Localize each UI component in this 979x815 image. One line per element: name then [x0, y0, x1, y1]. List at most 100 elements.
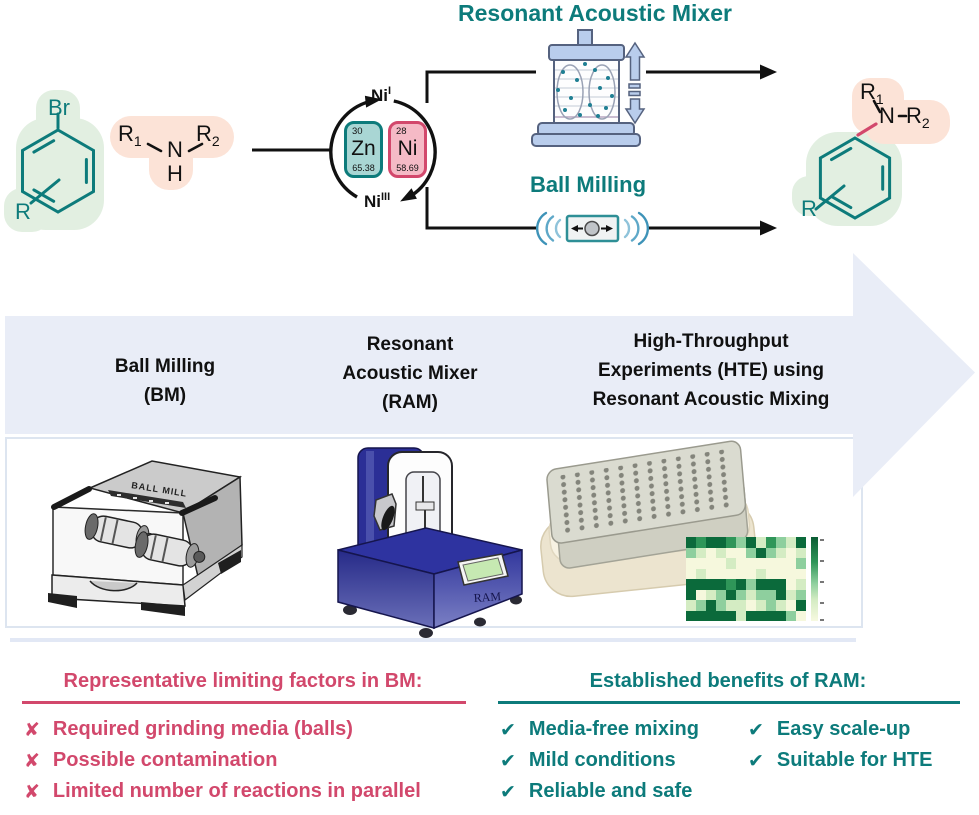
heatmap-cell	[716, 579, 726, 590]
hte-heatmap	[686, 537, 806, 621]
heatmap-cell	[726, 589, 736, 600]
bm-limitations-title: Representative limiting factors in BM:	[63, 670, 423, 692]
heatmap-cell	[696, 610, 706, 621]
heatmap-cell	[746, 547, 756, 558]
heatmap-cell	[796, 610, 806, 621]
heatmap-colorbar	[811, 537, 818, 621]
heatmap-cell	[716, 600, 726, 611]
heatmap-cell	[736, 537, 746, 548]
amine-h-label: H	[167, 161, 183, 186]
heatmap-cell	[726, 568, 736, 579]
amine-r2-label: R2	[196, 121, 220, 149]
list-item-text: Possible contamination	[52, 749, 278, 771]
ram-benefits-title: Established benefits of RAM:	[589, 670, 867, 692]
colorbar-tick	[820, 602, 824, 604]
heatmap-cell	[766, 537, 776, 548]
heatmap-cell	[726, 610, 736, 621]
heatmap-cell	[686, 537, 696, 548]
heatmap-cell	[736, 568, 746, 579]
band-label-ram: Resonant Acoustic Mixer (RAM)	[342, 334, 478, 413]
cross-icon: ✘	[24, 780, 40, 803]
product-structure	[814, 136, 892, 220]
heatmap-cell	[756, 547, 766, 558]
product-r2-label: R2	[906, 103, 930, 131]
check-icon: ✔	[748, 749, 764, 772]
heatmap-cell	[776, 568, 786, 579]
ram-vessel-illustration	[531, 29, 646, 147]
heatmap-cell	[736, 547, 746, 558]
band-bottom-strip	[10, 638, 856, 642]
ball-milling-icon	[536, 211, 649, 246]
heatmap-cell	[726, 547, 736, 558]
heatmap-cell	[686, 600, 696, 611]
heatmap-cell	[786, 537, 796, 548]
list-item-text: Mild conditions	[528, 749, 676, 771]
heatmap-cell	[736, 600, 746, 611]
cycle-arrowhead-top	[364, 95, 382, 108]
aryl-r-label: R	[15, 199, 31, 224]
colorbar-tick	[820, 539, 824, 541]
heatmap-cell	[716, 610, 726, 621]
heatmap-cell	[696, 589, 706, 600]
zinc-mass: 65.38	[352, 163, 375, 173]
branch-lines	[425, 70, 762, 230]
heatmap-cell	[786, 558, 796, 569]
zinc-atomic-number: 30	[352, 126, 363, 137]
heatmap-cell	[786, 579, 796, 590]
heatmap-cell	[756, 537, 766, 548]
product-cn-bond	[856, 122, 878, 137]
heatmap-cell	[766, 579, 776, 590]
heatmap-cell	[766, 568, 776, 579]
heatmap-cell	[696, 558, 706, 569]
ram-branch-arrowhead	[760, 64, 777, 80]
heatmap-cell	[766, 589, 776, 600]
heatmap-cell	[716, 568, 726, 579]
list-item-text: Reliable and safe	[528, 780, 693, 802]
list-item-text: Media-free mixing	[528, 718, 699, 740]
heatmap-cell	[776, 589, 786, 600]
ram-benefits-divider	[498, 701, 960, 704]
list-item-empty	[736, 776, 968, 807]
list-item: ✘ Possible contamination	[12, 745, 474, 776]
heatmap-cell	[796, 558, 806, 569]
heatmap-cell	[756, 568, 766, 579]
heatmap-cell	[716, 558, 726, 569]
heatmap-cell	[726, 558, 736, 569]
cross-icon: ✘	[24, 718, 40, 741]
heatmap-cell	[796, 568, 806, 579]
nickel-element-tile: 28 Ni 58.69	[388, 121, 427, 178]
heatmap-cell	[716, 537, 726, 548]
list-item: ✔ Easy scale-up	[736, 714, 968, 745]
cross-icon: ✘	[24, 749, 40, 772]
comparison-band	[5, 316, 853, 434]
nickel-mass: 58.69	[396, 163, 419, 173]
nickel-I-label: NiI	[371, 85, 392, 105]
ram-benefits-list: Established benefits of RAM: ✔ Media-fre…	[488, 670, 968, 807]
heatmap-cell	[706, 547, 716, 558]
heatmap-cell	[746, 610, 756, 621]
nickel-atomic-number: 28	[396, 126, 407, 137]
heatmap-cell	[796, 547, 806, 558]
heatmap-cell	[726, 579, 736, 590]
product-n-label: N	[879, 103, 895, 128]
list-item: ✘ Limited number of reactions in paralle…	[12, 776, 474, 807]
ram-machine-illustration: RAM	[337, 447, 523, 638]
heatmap-cell	[686, 547, 696, 558]
heatmap-cell	[756, 600, 766, 611]
heatmap-cell	[776, 579, 786, 590]
heatmap-cell	[766, 610, 776, 621]
heatmap-cell	[706, 589, 716, 600]
list-item-text: Required grinding media (balls)	[52, 718, 353, 740]
colorbar-tick	[820, 581, 824, 583]
heatmap-cell	[786, 568, 796, 579]
heatmap-cell	[736, 558, 746, 569]
ball-mill-illustration: BALL MILL	[48, 460, 243, 616]
vessel-particles	[556, 62, 614, 118]
heatmap-cell	[736, 610, 746, 621]
zinc-symbol: Zn	[351, 137, 376, 160]
catalytic-cycle-arrows	[329, 99, 437, 199]
check-icon: ✔	[500, 718, 516, 741]
heatmap-cell	[696, 600, 706, 611]
heatmap-cell	[766, 600, 776, 611]
